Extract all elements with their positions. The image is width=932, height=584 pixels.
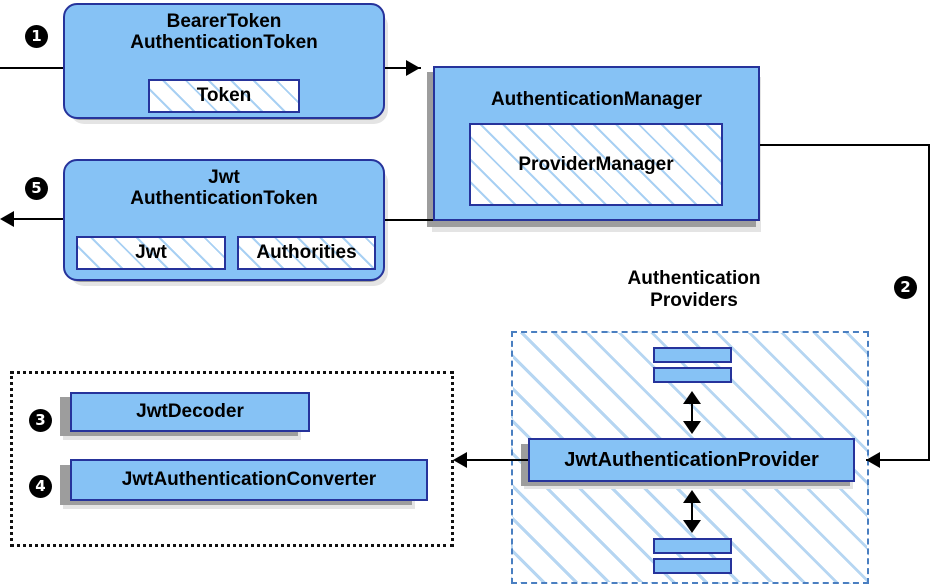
connector-bearer-to-manager <box>385 67 421 69</box>
providers-caption-line2: Providers <box>650 289 738 311</box>
step-marker-3: 3 <box>29 409 52 432</box>
step-marker-1: 1 <box>25 25 48 48</box>
connector-provider-bottom-stem <box>691 497 693 525</box>
provider-placeholder-bar-top-1 <box>653 347 732 363</box>
connector-into-provider <box>866 459 930 461</box>
arrow-up-icon <box>683 391 701 404</box>
step-marker-2: 2 <box>894 276 917 299</box>
connector-manager-down <box>928 144 930 460</box>
provider-placeholder-bar-bottom-2 <box>653 558 732 574</box>
subnode-authorities[interactable]: Authorities <box>237 236 376 270</box>
node-jwt-decoder[interactable]: JwtDecoder <box>70 392 310 432</box>
arrow-right-icon <box>406 60 420 76</box>
arrow-up-icon <box>683 490 701 503</box>
arrow-down-icon <box>683 421 701 434</box>
bearer-token-label-line2: AuthenticationToken <box>130 31 318 53</box>
providers-caption-line1: Authentication <box>627 268 761 289</box>
arrow-down-icon <box>683 520 701 533</box>
connector-response-out <box>10 218 68 220</box>
subnode-jwt[interactable]: Jwt <box>76 236 226 270</box>
jwt-token-label-line2: AuthenticationToken <box>130 187 318 209</box>
connector-manager-right <box>760 144 930 146</box>
auth-manager-label: AuthenticationManager <box>490 89 703 110</box>
connector-manager-to-jwt-token <box>385 219 433 221</box>
provider-placeholder-bar-bottom-1 <box>653 538 732 554</box>
connector-request-in <box>0 67 68 69</box>
jwt-support-components-group <box>10 371 454 547</box>
subnode-token[interactable]: Token <box>148 79 300 113</box>
providers-group-caption: Authentication Providers <box>594 268 794 312</box>
connector-provider-top-stem <box>691 398 693 426</box>
provider-placeholder-bar-top-2 <box>653 367 732 383</box>
step-marker-4: 4 <box>29 475 52 498</box>
node-jwt-authentication-converter[interactable]: JwtAuthenticationConverter <box>70 459 428 501</box>
bearer-token-label-line1: BearerToken <box>166 11 282 32</box>
node-jwt-authentication-provider[interactable]: JwtAuthenticationProvider <box>528 438 855 482</box>
arrow-left-icon <box>866 452 880 468</box>
connector-provider-to-converters <box>466 459 528 461</box>
step-marker-5: 5 <box>25 177 48 200</box>
arrow-left-icon <box>453 452 467 468</box>
subnode-provider-manager[interactable]: ProviderManager <box>469 123 723 206</box>
arrow-left-icon <box>0 211 14 227</box>
jwt-token-label-line1: Jwt <box>208 167 240 188</box>
